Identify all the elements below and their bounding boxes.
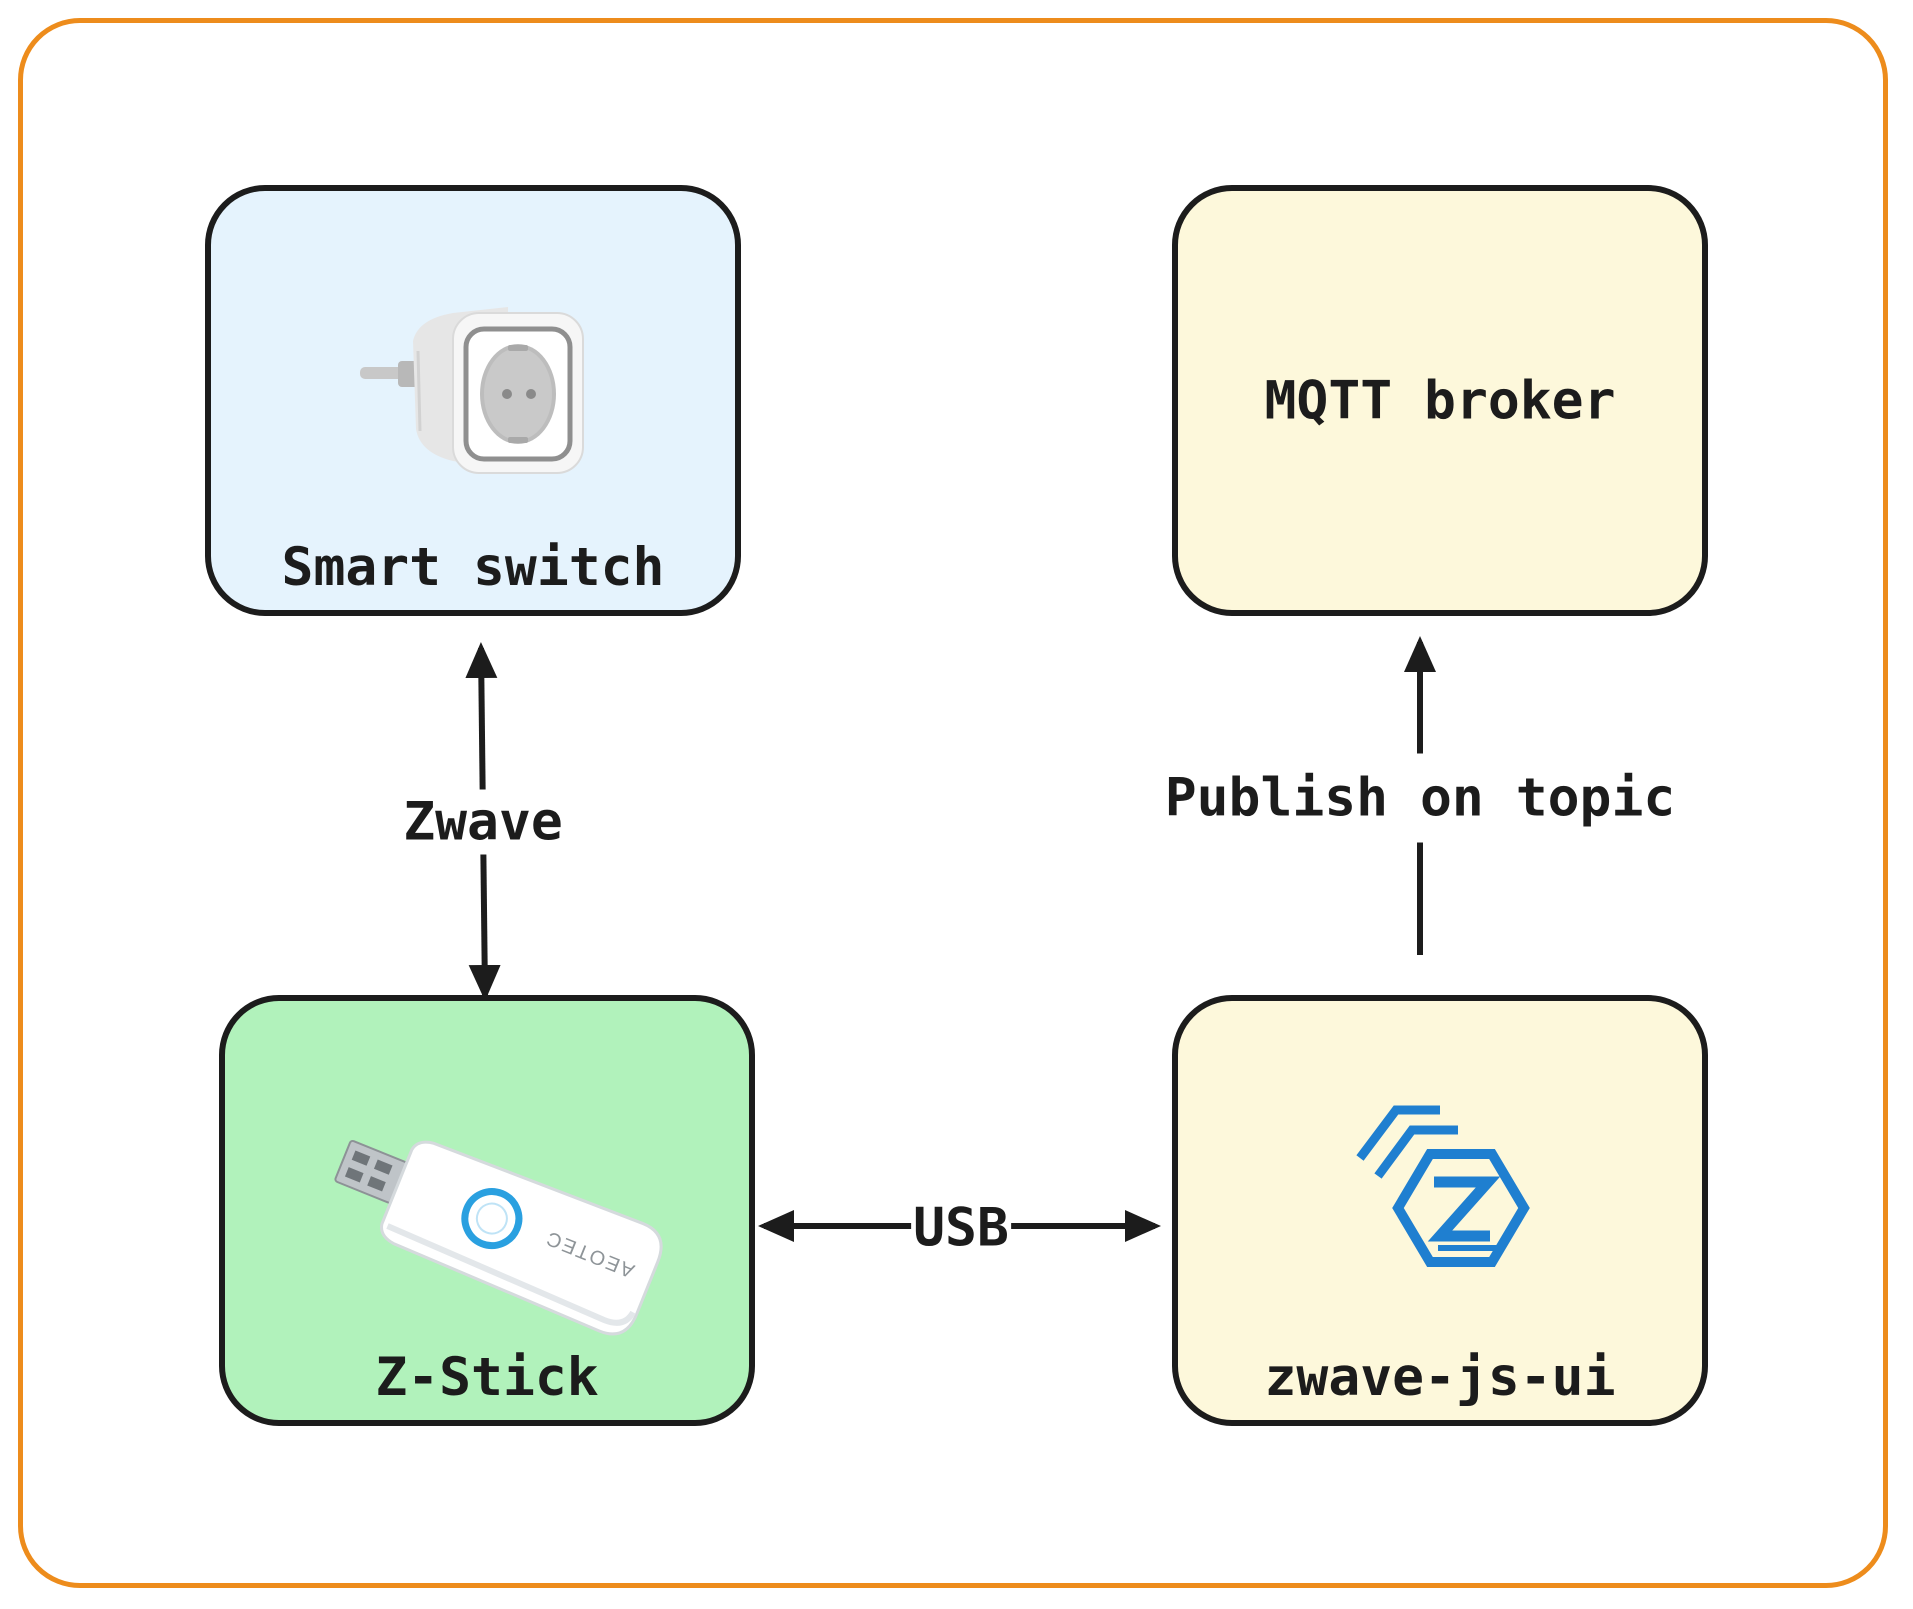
usb-stick-image: AEOTEC bbox=[334, 1139, 663, 1336]
smart-switch-node[interactable]: Smart switch bbox=[205, 185, 741, 616]
smart-plug-image bbox=[360, 307, 584, 474]
z-stick-node[interactable]: AEOTEC Z-Stick bbox=[219, 995, 755, 1426]
zwave-js-ui-logo bbox=[1356, 1105, 1530, 1267]
mqtt-broker-label: MQTT broker bbox=[1264, 370, 1616, 431]
zwave-edge-label: Zwave bbox=[397, 789, 569, 855]
usb-edge-label: USB bbox=[911, 1197, 1011, 1259]
smart-switch-label: Smart switch bbox=[281, 537, 665, 598]
zwave-js-ui-node[interactable]: zwave-js-ui bbox=[1172, 995, 1708, 1426]
zwave-js-ui-label: zwave-js-ui bbox=[1264, 1347, 1616, 1408]
z-stick-label: Z-Stick bbox=[375, 1347, 599, 1408]
mqtt-broker-node[interactable]: MQTT broker bbox=[1172, 185, 1708, 616]
publish-edge-label: Publish on topic bbox=[1158, 753, 1682, 843]
